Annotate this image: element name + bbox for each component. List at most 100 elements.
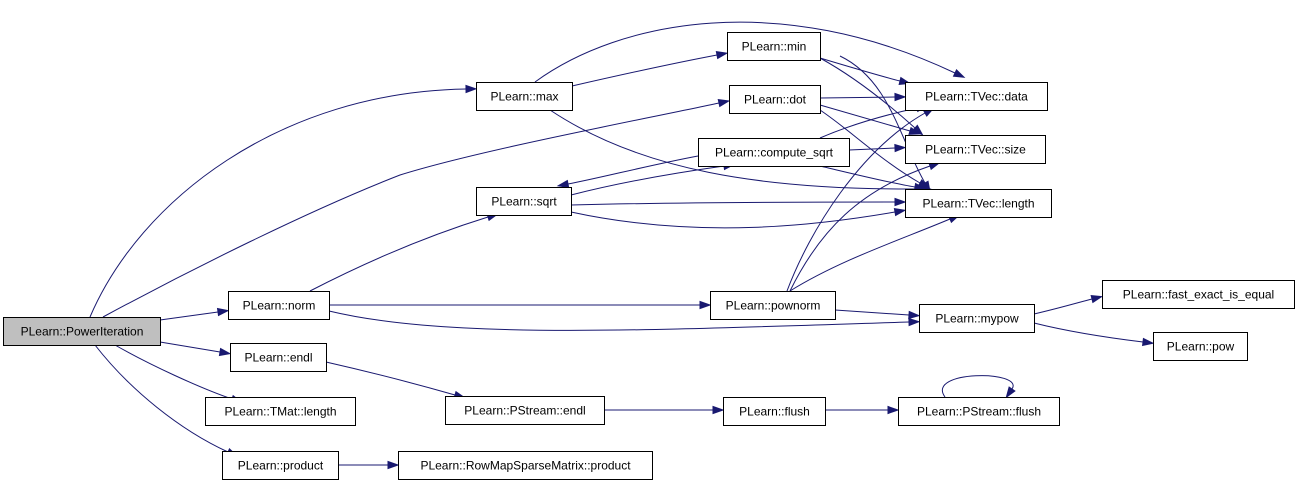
edge-arrowhead — [218, 347, 232, 357]
edge-arrowhead — [893, 207, 907, 217]
node-box — [1102, 280, 1295, 309]
node-box — [919, 304, 1035, 333]
node-label: PLearn::PStream::endl — [464, 404, 585, 418]
edge-mypow-to-fast_exact_is_equal — [1033, 298, 1093, 315]
edge-arrowhead — [1141, 337, 1155, 347]
edge-arrowhead — [1090, 295, 1104, 304]
node-sqrt[interactable]: PLearn::sqrt — [476, 187, 572, 216]
node-box — [898, 397, 1060, 426]
edge-pownorm-to-tvec_size — [789, 165, 931, 292]
node-pownorm[interactable]: PLearn::pownorm — [710, 291, 836, 320]
edge-power_iteration-to-dot — [102, 102, 720, 318]
node-label: PLearn::max — [490, 90, 558, 104]
edge-compute_sqrt-to-tvec_length — [819, 165, 916, 188]
edge-power_iteration-to-endl — [159, 341, 221, 353]
node-label: PLearn::norm — [243, 299, 316, 313]
node-box — [905, 189, 1052, 218]
edge-mypow-to-pow — [1033, 322, 1144, 343]
node-box — [222, 451, 339, 480]
node-endl[interactable]: PLearn::endl — [230, 343, 327, 372]
node-pstream-flush[interactable]: PLearn::PStream::flush — [898, 397, 1060, 426]
node-box — [905, 135, 1046, 164]
node-tvec-length[interactable]: PLearn::TVec::length — [905, 189, 1052, 218]
node-label: PLearn::compute_sqrt — [715, 146, 834, 160]
node-norm[interactable]: PLearn::norm — [228, 291, 330, 320]
node-box — [205, 397, 356, 426]
node-label: PLearn::TVec::length — [922, 197, 1034, 211]
edge-dot-to-tvec_size — [819, 104, 911, 132]
call-graph-nodes: PLearn::PowerIterationPLearn::maxPLearn:… — [3, 32, 1295, 480]
node-label: PLearn::dot — [744, 93, 807, 107]
node-tmat-length[interactable]: PLearn::TMat::length — [205, 397, 356, 426]
node-rowmap-product[interactable]: PLearn::RowMapSparseMatrix::product — [398, 451, 653, 480]
edge-arrowhead — [387, 460, 400, 470]
node-fast-exact-is-equal[interactable]: PLearn::fast_exact_is_equal — [1102, 280, 1295, 309]
node-min[interactable]: PLearn::min — [727, 32, 821, 61]
edge-arrowhead — [894, 143, 907, 153]
edge-sqrt-to-compute_sqrt — [570, 165, 725, 196]
node-box — [723, 397, 826, 426]
edge-dot-to-tvec_data — [819, 96, 896, 99]
node-power-iteration[interactable]: PLearn::PowerIteration — [3, 317, 161, 346]
edge-norm-to-mypow — [328, 310, 910, 331]
node-box — [710, 291, 836, 320]
node-label: PLearn::mypow — [935, 312, 1019, 326]
node-max[interactable]: PLearn::max — [476, 82, 573, 111]
edge-sqrt-to-tvec_length — [570, 201, 896, 206]
node-compute-sqrt[interactable]: PLearn::compute_sqrt — [698, 138, 850, 167]
edge-arrowhead — [894, 197, 907, 207]
node-box — [727, 32, 821, 61]
node-box — [3, 317, 161, 346]
node-label: PLearn::RowMapSparseMatrix::product — [420, 459, 631, 473]
node-box — [476, 82, 573, 111]
node-label: PLearn::TMat::length — [224, 405, 336, 419]
edge-arrowhead — [699, 300, 712, 310]
edge-max-to-tvec_length — [549, 109, 921, 190]
edge-arrowhead — [1005, 386, 1016, 399]
edge-pownorm-to-tvec_length — [789, 218, 951, 292]
node-label: PLearn::pownorm — [726, 299, 821, 313]
node-pow[interactable]: PLearn::pow — [1153, 332, 1248, 361]
edge-arrowhead — [717, 98, 731, 108]
edge-arrowhead — [908, 126, 922, 135]
edge-pownorm-to-tvec_data — [786, 112, 926, 292]
node-label: PLearn::min — [742, 40, 807, 54]
edge-power_iteration-to-product — [94, 344, 229, 453]
edge-norm-to-sqrt — [309, 216, 489, 292]
node-mypow[interactable]: PLearn::mypow — [919, 304, 1035, 333]
node-box — [698, 138, 850, 167]
node-box — [476, 187, 572, 216]
node-label: PLearn::fast_exact_is_equal — [1123, 288, 1274, 302]
node-label: PLearn::product — [238, 459, 324, 473]
node-label: PLearn::PowerIteration — [21, 325, 144, 339]
edge-arrowhead — [894, 92, 907, 102]
edge-arrowhead — [556, 179, 570, 189]
edge-power_iteration-to-max — [89, 88, 467, 318]
edge-power_iteration-to-norm — [159, 311, 219, 321]
node-pstream-endl[interactable]: PLearn::PStream::endl — [445, 396, 605, 425]
node-label: PLearn::sqrt — [491, 195, 557, 209]
edge-compute_sqrt-to-tvec_size — [848, 147, 896, 151]
edge-compute_sqrt-to-sqrt — [567, 155, 699, 185]
node-flush[interactable]: PLearn::flush — [723, 397, 826, 426]
edge-endl-to-pstream_endl — [325, 361, 456, 396]
edge-arrowhead — [715, 50, 729, 60]
node-product[interactable]: PLearn::product — [222, 451, 339, 480]
node-box — [729, 85, 821, 114]
edge-arrowhead — [952, 68, 966, 78]
edge-arrowhead — [465, 84, 478, 94]
node-tvec-size[interactable]: PLearn::TVec::size — [905, 135, 1046, 164]
edge-power_iteration-to-tmat_length — [114, 344, 233, 400]
node-dot[interactable]: PLearn::dot — [729, 85, 821, 114]
edge-min-to-tvec_length — [839, 55, 926, 184]
node-label: PLearn::PStream::flush — [917, 405, 1041, 419]
edge-arrowhead — [216, 307, 230, 317]
node-tvec-data[interactable]: PLearn::TVec::data — [905, 82, 1048, 111]
node-box — [398, 451, 653, 480]
node-label: PLearn::TVec::size — [925, 143, 1026, 157]
node-box — [230, 343, 327, 372]
edge-pstream_flush-to-pstream_flush — [941, 375, 1014, 398]
edge-max-to-tvec_data — [534, 21, 956, 83]
node-label: PLearn::endl — [244, 351, 312, 365]
node-box — [228, 291, 330, 320]
